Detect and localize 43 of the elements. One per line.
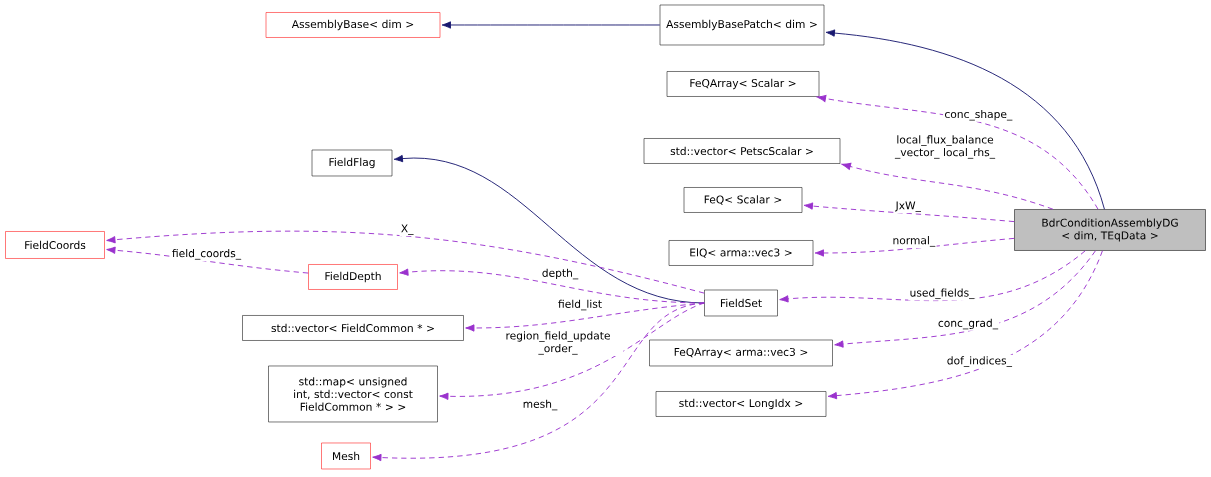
arrow [372, 302, 705, 462]
edge-label: used_fields_ [910, 288, 975, 300]
edge-label: normal_ [893, 236, 936, 247]
arrow [439, 302, 705, 400]
class-box: FieldDepth [308, 264, 398, 290]
arrow [779, 250, 1086, 303]
edge-label: X_ [401, 224, 414, 235]
class-box: FieldSet [704, 289, 778, 317]
arrow [827, 250, 1103, 400]
edge-label: dof_indices_ [947, 356, 1013, 367]
class-box: FeQArray< Scalar > [666, 71, 820, 97]
class-box: std::map< unsigned int, std::vector< const FieldCommon * > > [268, 365, 438, 423]
edge-label: local_flux_balance _vector_ local_rhs_ [894, 135, 996, 159]
arrow [825, 29, 1105, 210]
edge-label: region_field_update _order_ [506, 331, 610, 355]
arrow [803, 202, 1015, 223]
class-box: Mesh [321, 442, 371, 470]
class-box: std::vector< FieldCommon * > [242, 315, 464, 341]
arrow [814, 237, 1015, 257]
class-box: FeQArray< arma::vec3 > [649, 339, 833, 367]
class-box: FieldFlag [311, 149, 393, 177]
edge-label: conc_grad_ [938, 318, 999, 330]
arrow [841, 162, 1054, 210]
class-box: ElQ< arma::vec3 > [668, 240, 814, 266]
edge-label: depth_ [542, 268, 579, 280]
class-box: BdrConditionAssemblyDG < dim, TEqData > [1014, 209, 1206, 251]
edge-label: field_coords_ [172, 249, 242, 260]
class-box: std::vector< LongIdx > [655, 391, 827, 417]
arrow [816, 94, 1099, 210]
arrow [834, 250, 1096, 348]
class-box: FeQ< Scalar > [683, 187, 803, 213]
edge-label: JxW_ [895, 201, 922, 212]
class-box: AssemblyBase< dim > [265, 12, 441, 38]
class-box: std::vector< PetscScalar > [643, 138, 841, 164]
arrow [106, 246, 309, 274]
class-box: FieldCoords [5, 231, 105, 259]
arrow [441, 21, 661, 29]
arrow [399, 268, 705, 304]
arrow [106, 230, 705, 294]
edge-label: conc_shape_ [945, 109, 1013, 121]
edge-label: field_list [558, 299, 602, 311]
class-box: AssemblyBasePatch< dim > [659, 4, 825, 46]
edge-label: mesh_ [523, 399, 558, 411]
